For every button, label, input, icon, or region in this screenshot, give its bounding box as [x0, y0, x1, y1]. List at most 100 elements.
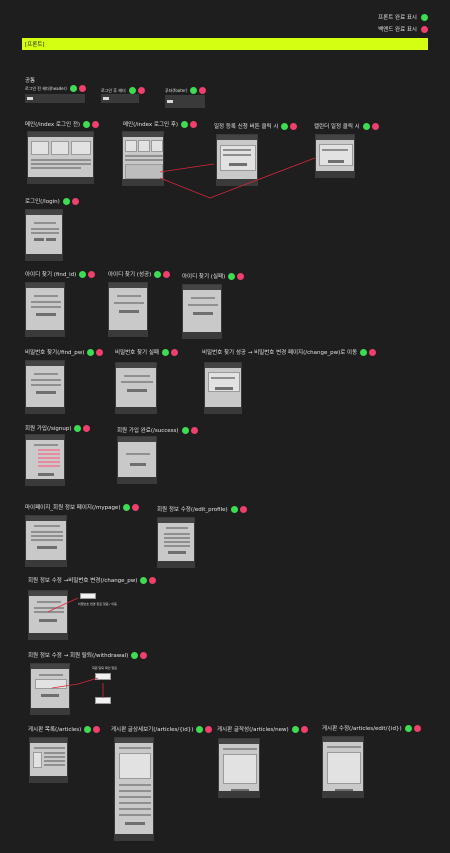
find-id-frame: [25, 282, 65, 337]
back-done-icon: [300, 725, 308, 733]
withdrawal-label: 회원 정보 수정 → 회원 탈퇴(/withdrawal): [28, 651, 148, 659]
main-before-label: 메인(/index 로그인 전): [25, 120, 100, 128]
find-id-fail-frame: [182, 284, 222, 339]
header-after-label: 로그인 후 헤더: [101, 87, 145, 94]
find-pw-success-label: 비밀번호 찾기 성공 → 비밀번호 변경 페이지(/change_pw)로 이동: [202, 348, 377, 356]
back-done-icon: [137, 87, 145, 94]
edit-profile-frame: [157, 517, 195, 568]
article-new-label: 게시판 글작성(/articles/new): [217, 725, 308, 733]
back-done-icon: [371, 122, 379, 130]
signup-frame: [25, 434, 65, 486]
calendar-click-label: 캘린더 일정 클릭 시: [314, 122, 379, 130]
back-done-icon: [199, 87, 207, 94]
find-pw-fail-frame: [115, 362, 157, 414]
back-done-icon: [170, 348, 178, 356]
withdrawal-frame: [30, 663, 70, 715]
back-done-icon: [92, 120, 100, 128]
header-component: [25, 94, 85, 103]
find-id-label: 아이디 찾기 (find_id): [25, 270, 96, 278]
front-done-icon: [74, 424, 82, 432]
article-edit-frame: [322, 736, 364, 798]
back-done-icon: [190, 120, 198, 128]
find-pw-label: 비밀번호 찾기(/find_pw): [25, 348, 104, 356]
header-after-component: [101, 94, 139, 103]
back-done-icon: [413, 724, 421, 732]
header-label: 로그인 전 헤더(header): [25, 85, 86, 92]
legend-front-label: 프론트 완료 표시: [378, 15, 417, 21]
change-pw-frame: [28, 590, 68, 640]
front-done-icon: [87, 348, 95, 356]
login-frame: [25, 209, 63, 261]
footer-component: [165, 95, 205, 108]
front-done-icon: [154, 270, 162, 278]
front-done-icon: [230, 505, 238, 513]
edit-profile-label: 회원 정보 수정(/edit_profile): [157, 505, 247, 513]
find-pw-frame: [25, 360, 65, 414]
calendar-frame: [315, 134, 355, 178]
article-detail-label: 게시판 글상세보기(/articles/{id}): [111, 725, 213, 733]
front-done-icon: [69, 85, 77, 92]
front-done-icon: [404, 724, 412, 732]
articles-frame: [29, 737, 68, 783]
article-detail-frame: [114, 737, 154, 841]
front-done-icon: [196, 725, 204, 733]
back-done-icon: [239, 505, 247, 513]
articles-label: 게시판 목록(/articles): [28, 725, 101, 733]
front-done-icon: [84, 725, 92, 733]
withdrawal-note-box-2: [95, 697, 111, 704]
back-done-icon: [132, 503, 140, 511]
green-dot-icon: [421, 13, 428, 21]
find-id-fail-label: 아이디 찾기 (실패): [182, 272, 245, 280]
front-done-icon: [281, 122, 289, 130]
legend-back: 백엔드 완료 표시: [378, 25, 428, 33]
signup-label: 회원 가입(/signup): [25, 424, 91, 432]
article-edit-label: 게시판 수정(/articles/edit/{id}): [322, 724, 421, 732]
back-done-icon: [369, 348, 377, 356]
front-done-icon: [83, 120, 91, 128]
front-done-icon: [362, 122, 370, 130]
legend-front: 프론트 완료 표시: [378, 13, 428, 21]
withdrawal-note: 회원 탈퇴 확인 알림: [92, 666, 117, 670]
back-done-icon: [140, 651, 148, 659]
footer-label: 푸터(footer): [165, 87, 207, 94]
find-pw-fail-label: 비밀번호 찾기 실패: [115, 348, 178, 356]
back-done-icon: [88, 270, 96, 278]
front-done-icon: [123, 503, 131, 511]
schedule-click-label: 일정 등록 신청 버튼 클릭 시: [214, 122, 298, 130]
front-done-icon: [161, 348, 169, 356]
section-title: [프론트]: [22, 38, 428, 50]
back-done-icon: [237, 272, 245, 280]
back-done-icon: [93, 725, 101, 733]
schedule-frame: [216, 134, 258, 186]
back-done-icon: [83, 424, 91, 432]
article-new-frame: [218, 738, 260, 798]
signup-success-frame: [117, 436, 157, 484]
front-done-icon: [360, 348, 368, 356]
withdrawal-note-box-1: [95, 673, 111, 680]
login-label: 로그인(/login): [25, 197, 79, 205]
common-heading: 공통: [25, 78, 36, 84]
change-pw-note-box: [80, 593, 96, 599]
back-done-icon: [205, 725, 213, 733]
back-done-icon: [149, 576, 157, 584]
main-after-frame: [122, 131, 164, 186]
main-before-frame: [27, 131, 94, 184]
front-done-icon: [181, 426, 189, 434]
front-done-icon: [79, 270, 87, 278]
front-done-icon: [62, 197, 70, 205]
front-done-icon: [181, 120, 189, 128]
signup-success-label: 회원 가입 완료(/success): [117, 426, 198, 434]
find-id-success-frame: [108, 282, 148, 337]
front-done-icon: [131, 651, 139, 659]
mypage-label: 마이페이지_회원 정보 페이지(/mypage): [25, 503, 140, 511]
back-done-icon: [71, 197, 79, 205]
back-done-icon: [190, 426, 198, 434]
back-done-icon: [96, 348, 104, 356]
front-done-icon: [140, 576, 148, 584]
front-done-icon: [228, 272, 236, 280]
front-done-icon: [190, 87, 198, 94]
change-pw-note: 비밀번호 변경 완료 알림 / 이동: [78, 602, 117, 606]
change-pw-label: 회원 정보 수정 →비밀번호 변경(/change_pw): [28, 576, 157, 584]
red-dot-icon: [421, 25, 428, 33]
front-done-icon: [128, 87, 136, 94]
